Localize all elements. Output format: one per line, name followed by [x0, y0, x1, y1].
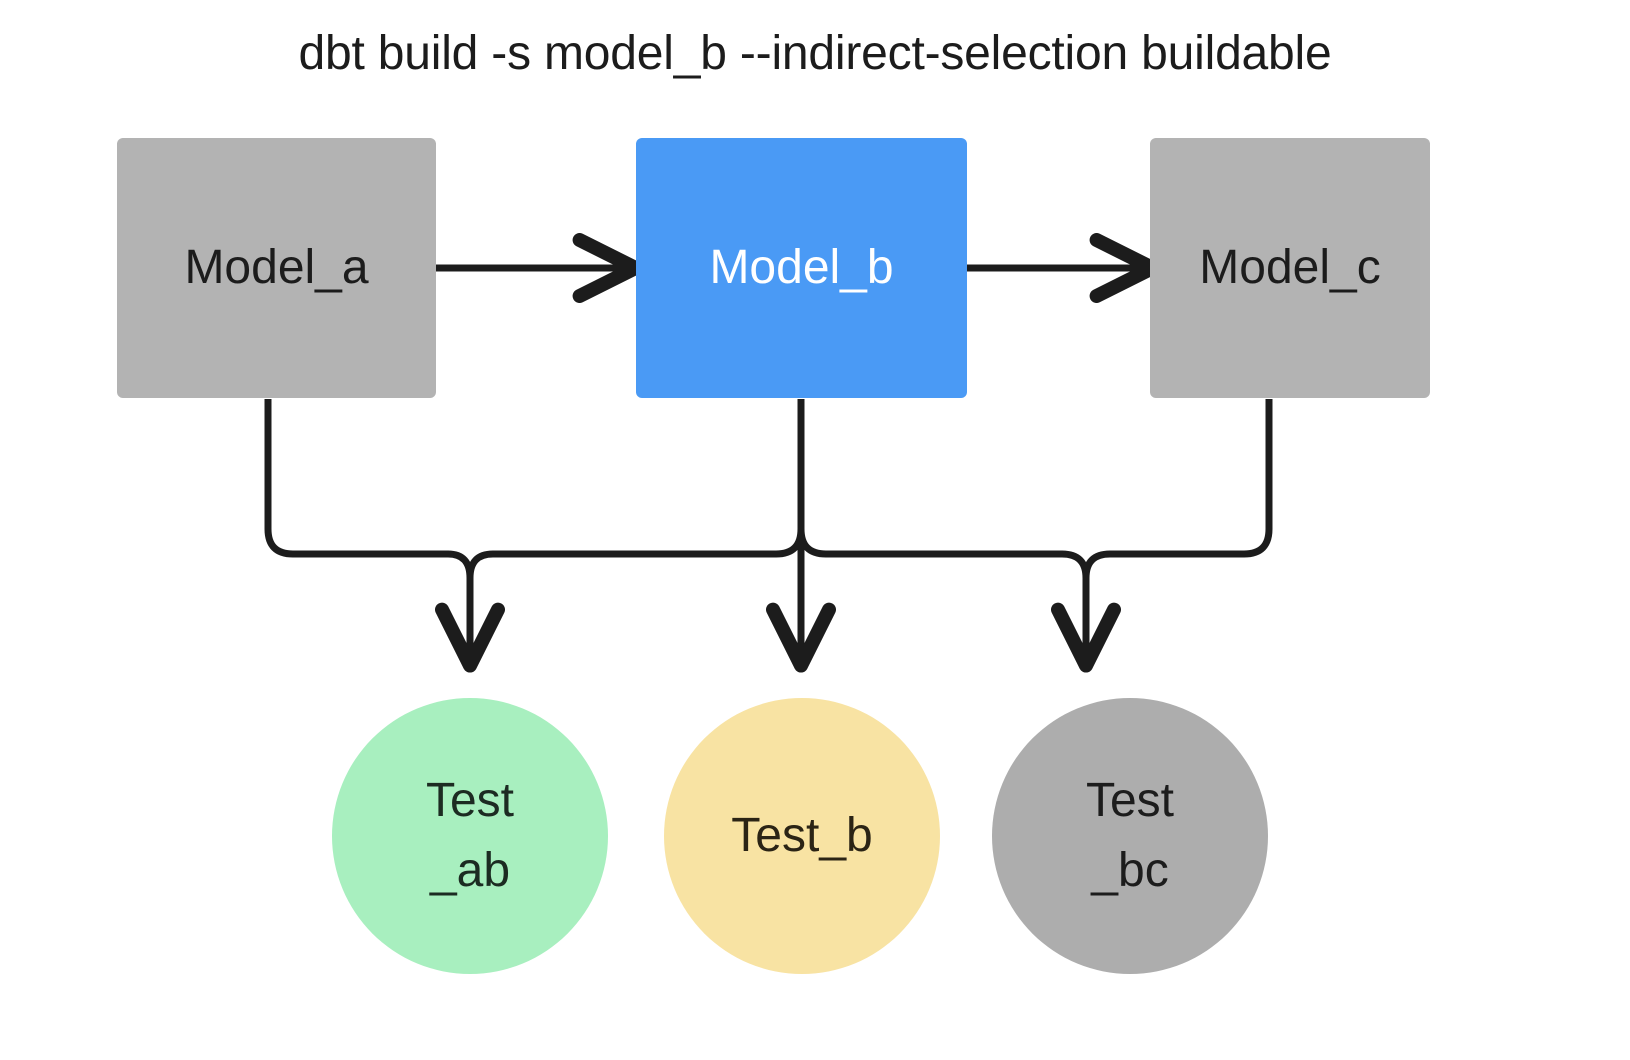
- node-test-b[interactable]: Test_b: [664, 698, 940, 974]
- node-test-bc[interactable]: Test _bc: [992, 698, 1268, 974]
- node-model-a[interactable]: Model_a: [117, 138, 436, 398]
- node-test-ab-label-line2: _ab: [429, 844, 511, 897]
- edge-model-c-to-test-bc: [1082, 399, 1273, 579]
- edge-model-a-to-test-ab: [264, 399, 505, 673]
- diagram-title: dbt build -s model_b --indirect-selectio…: [298, 27, 1332, 80]
- node-model-a-label: Model_a: [184, 240, 369, 294]
- node-model-b[interactable]: Model_b: [636, 138, 967, 398]
- node-test-ab-label-line1: Test: [425, 774, 515, 828]
- node-model-c[interactable]: Model_c: [1150, 138, 1430, 398]
- node-test-bc-label-line1: Test: [1085, 774, 1175, 828]
- edge-model-b-to-test-ab: [466, 399, 805, 579]
- node-test-ab[interactable]: Test _ab: [332, 698, 608, 974]
- node-test-bc-label-line2: _bc: [1091, 844, 1169, 897]
- node-model-b-label: Model_b: [709, 240, 894, 294]
- node-test-b-label-line1: Test_b: [731, 809, 873, 863]
- edge-model-b-to-test-bc: [797, 399, 1121, 673]
- node-model-c-label: Model_c: [1199, 240, 1381, 294]
